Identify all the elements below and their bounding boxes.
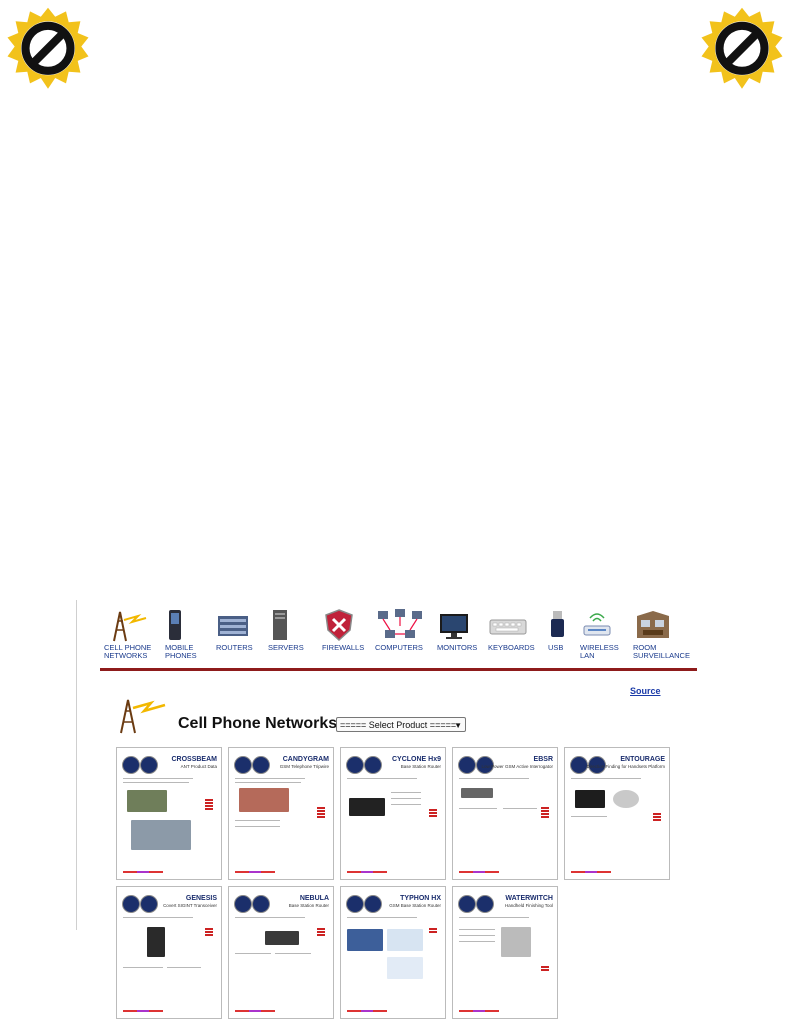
agency-seal-icon (458, 756, 476, 774)
product-card-ebsr[interactable]: EBSR Low Power GSM Active Interrogator (452, 747, 558, 880)
nav-label: WIRELESS LAN (580, 643, 619, 660)
agency-seal-icon (476, 756, 494, 774)
agency-seal-icon (346, 756, 364, 774)
nav-label: CELL PHONE NETWORKS (104, 643, 152, 660)
source-link[interactable]: Source (630, 686, 661, 696)
agency-seal-icon (252, 895, 270, 913)
product-name: NEBULA (299, 895, 329, 902)
product-subtitle: Low Power GSM Active Interrogator (481, 764, 553, 769)
product-name: ENTOURAGE (620, 756, 665, 763)
nav-item-servers[interactable]: SERVERS (268, 608, 304, 652)
agency-seal-icon (588, 756, 606, 774)
product-subtitle: Direction Finding for Handsets Platform (586, 764, 665, 769)
product-name: GENESIS (185, 895, 217, 902)
agency-seal-icon (234, 756, 252, 774)
product-subtitle: ANT Product Data (180, 764, 217, 769)
monitor-icon (440, 614, 468, 639)
product-card-cyclone-hx9[interactable]: CYCLONE Hx9 Base Station Router (340, 747, 446, 880)
nav-item-computers[interactable]: COMPUTERS (375, 608, 425, 652)
nav-item-monitors[interactable]: MONITORS (437, 608, 477, 652)
nav-item-room-surveillance[interactable]: ROOM SURVEILLANCE (633, 608, 690, 660)
product-card-waterwitch[interactable]: WATERWITCH Handheld Finishing Tool (452, 886, 558, 1019)
no-symbol-icon (7, 7, 89, 89)
product-name: CROSSBEAM (171, 756, 217, 763)
nav-item-mobile-phones[interactable]: MOBILE PHONES (165, 608, 197, 660)
product-select[interactable]: ===== Select Product ===== ▼ (336, 717, 466, 732)
nav-label: USB (548, 643, 564, 652)
nav-item-firewalls[interactable]: FIREWALLS (322, 608, 364, 652)
agency-seal-icon (234, 895, 252, 913)
mobile-phone-icon (169, 610, 181, 640)
computers-network-icon (378, 609, 422, 638)
no-symbol-icon (701, 7, 783, 89)
nav-label: KEYBOARDS (488, 643, 535, 652)
agency-seal-icon (458, 895, 476, 913)
category-nav: CELL PHONE NETWORKS MOBILE PHONES ROUTER… (100, 608, 700, 668)
server-icon (273, 610, 287, 640)
nav-divider (100, 668, 697, 671)
room-icon (637, 611, 669, 638)
product-card-nebula[interactable]: NEBULA Base Station Router (228, 886, 334, 1019)
router-icon (218, 616, 248, 636)
left-divider (76, 600, 77, 930)
product-subtitle: GSM Base Station Router (389, 903, 441, 908)
nav-label: MONITORS (437, 643, 478, 652)
product-name: CANDYGRAM (282, 756, 329, 763)
product-card-typhon-hx[interactable]: TYPHON HX GSM Base Station Router (340, 886, 446, 1019)
agency-seal-icon (140, 895, 158, 913)
product-name: CYCLONE Hx9 (391, 756, 441, 763)
chevron-down-icon: ▼ (454, 721, 462, 730)
product-card-candygram[interactable]: CANDYGRAM GSM Telephone Tripwire (228, 747, 334, 880)
cell-tower-icon (113, 611, 147, 642)
product-name: TYPHON HX (400, 895, 441, 902)
firewall-shield-icon (325, 609, 353, 642)
nav-item-cell-phone-networks[interactable]: CELL PHONE NETWORKS (104, 608, 151, 660)
product-subtitle: Covert SIGINT Transceiver (163, 903, 217, 908)
agency-seal-icon (122, 756, 140, 774)
keyboard-icon (489, 619, 527, 635)
usb-device-icon (551, 611, 564, 637)
nav-item-keyboards[interactable]: KEYBOARDS (488, 608, 535, 652)
nav-item-wireless-lan[interactable]: WIRELESS LAN (580, 608, 619, 660)
agency-seal-icon (476, 895, 494, 913)
page-title: Cell Phone Networks (178, 715, 338, 732)
nav-label: COMPUTERS (375, 643, 423, 652)
product-card-genesis[interactable]: GENESIS Covert SIGINT Transceiver (116, 886, 222, 1019)
cell-tower-icon (120, 699, 166, 734)
select-value: ===== Select Product ===== (340, 720, 457, 730)
product-subtitle: GSM Telephone Tripwire (279, 764, 329, 769)
nav-item-routers[interactable]: ROUTERS (216, 608, 253, 652)
agency-seal-icon (252, 756, 270, 774)
section-header: Cell Phone Networks ===== Select Product… (115, 694, 565, 734)
agency-seal-icon (364, 756, 382, 774)
product-name: EBSR (533, 756, 553, 763)
agency-seal-icon (364, 895, 382, 913)
nav-label: ROOM SURVEILLANCE (633, 643, 690, 660)
nav-label: ROUTERS (216, 643, 253, 652)
nav-label: SERVERS (268, 643, 304, 652)
nav-label: FIREWALLS (322, 643, 365, 652)
product-name: WATERWITCH (505, 895, 553, 902)
product-subtitle: Handheld Finishing Tool (505, 903, 553, 908)
agency-seal-icon (122, 895, 140, 913)
product-card-entourage[interactable]: ENTOURAGE Direction Finding for Handsets… (564, 747, 670, 880)
agency-seal-icon (346, 895, 364, 913)
wireless-router-icon (583, 613, 611, 636)
product-subtitle: Base Station Router (400, 764, 441, 769)
product-card-crossbeam[interactable]: CROSSBEAM ANT Product Data (116, 747, 222, 880)
agency-seal-icon (140, 756, 158, 774)
agency-seal-icon (570, 756, 588, 774)
nav-label: MOBILE PHONES (165, 643, 197, 660)
product-subtitle: Base Station Router (288, 903, 329, 908)
nav-item-usb[interactable]: USB (548, 608, 568, 652)
